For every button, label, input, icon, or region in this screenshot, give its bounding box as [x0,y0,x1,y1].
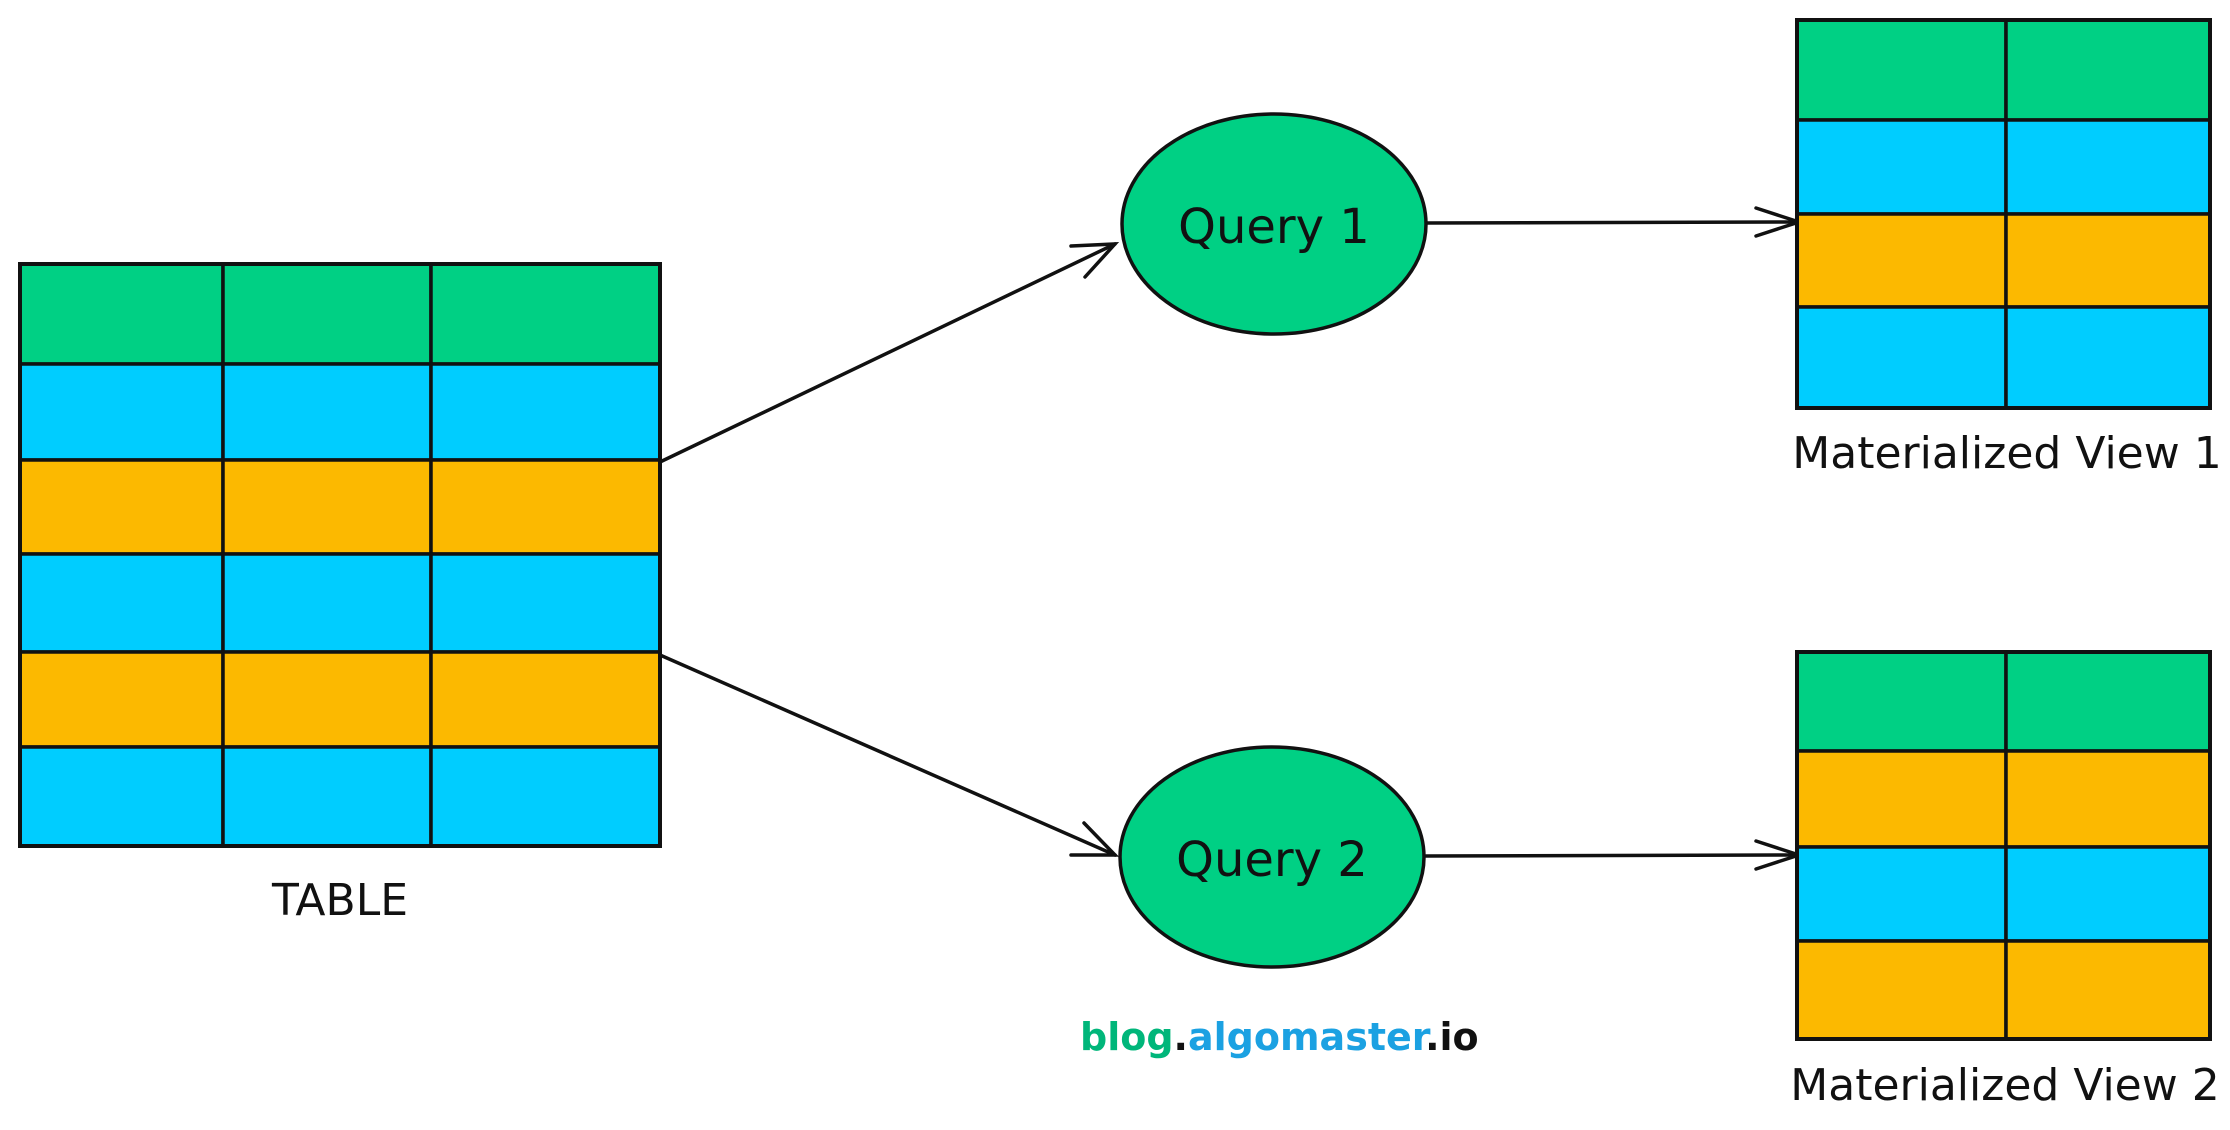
table-cell-r1-c3 [429,262,662,366]
view-2-cell-r3-c1 [1795,845,2008,943]
arrow-table-to-query-2 [658,653,1117,857]
query-1-label: Query 1 [1178,199,1370,255]
table-cell-r4-c2 [221,552,433,654]
table-cell-r1-c2 [221,262,433,366]
arrowhead-query-2 [1069,821,1120,857]
table-cell-r6-c1 [18,745,225,848]
view-2-border [1795,650,2212,1041]
materialized-view-1-label: Materialized View 1 [1792,428,2221,479]
table-cell-r3-c2 [221,458,433,556]
arrow-query-2-to-view-2 [1424,853,1801,858]
view-1-cell-r4-c2 [2004,305,2212,410]
query-1-ellipse [1120,112,1428,336]
table-cell-r2-c2 [221,362,433,462]
table-cell-r4-c1 [18,552,225,654]
table-cell-r1-c1 [18,262,225,366]
view-1-cell-r4-c1 [1795,305,2008,410]
table-cell-r4-c3 [429,552,662,654]
table-cell-r6-c3 [429,745,662,848]
table-label: TABLE [271,875,408,926]
table-cell-r5-c2 [221,650,433,749]
table-cell-r2-c1 [18,362,225,462]
view-1-border [1795,18,2212,410]
arrow-table-to-query-1 [658,242,1117,464]
arrow-query-1-to-view-1 [1424,220,1801,225]
watermark-dot-1: . [1174,1015,1188,1059]
source-table [18,262,662,848]
connector-arrows [658,206,1805,871]
view-2-cell-r3-c2 [2004,845,2212,943]
table-cell-r6-c2 [221,745,433,848]
table-cell-r3-c1 [18,458,225,556]
watermark-dot-2: . [1425,1015,1439,1059]
query-2-label: Query 2 [1176,832,1368,888]
view-1-cell-r1-c2 [2004,18,2212,122]
view-1-cell-r2-c2 [2004,118,2212,216]
query-2-ellipse [1118,745,1426,969]
materialized-view-1-table [1795,18,2212,410]
table-cell-r3-c3 [429,458,662,556]
materialized-view-2-table [1795,650,2212,1041]
view-1-cell-r2-c1 [1795,118,2008,216]
watermark-blog: blog [1080,1015,1174,1059]
view-2-cell-r2-c1 [1795,749,2008,849]
view-1-cell-r1-c1 [1795,18,2008,122]
view-2-cell-r2-c2 [2004,749,2212,849]
watermark-algomaster: algomaster [1188,1015,1431,1059]
view-1-cell-r3-c1 [1795,212,2008,309]
table-cell-r2-c3 [429,362,662,462]
table-border [18,262,662,848]
view-2-cell-r1-c1 [1795,650,2008,753]
table-cell-r5-c3 [429,650,662,749]
view-2-cell-r4-c2 [2004,939,2212,1041]
view-1-cell-r3-c2 [2004,212,2212,309]
watermark-io: io [1440,1015,1479,1059]
view-2-cell-r4-c1 [1795,939,2008,1041]
watermark: blog.algomaster.io [1080,1015,1479,1059]
arrowhead-query-1 [1069,242,1120,279]
table-cell-r5-c1 [18,650,225,749]
view-2-cell-r1-c2 [2004,650,2212,753]
query-2-node: Query 2 [1118,745,1426,969]
materialized-view-2-label: Materialized View 2 [1790,1060,2219,1111]
query-1-node: Query 1 [1120,112,1428,336]
